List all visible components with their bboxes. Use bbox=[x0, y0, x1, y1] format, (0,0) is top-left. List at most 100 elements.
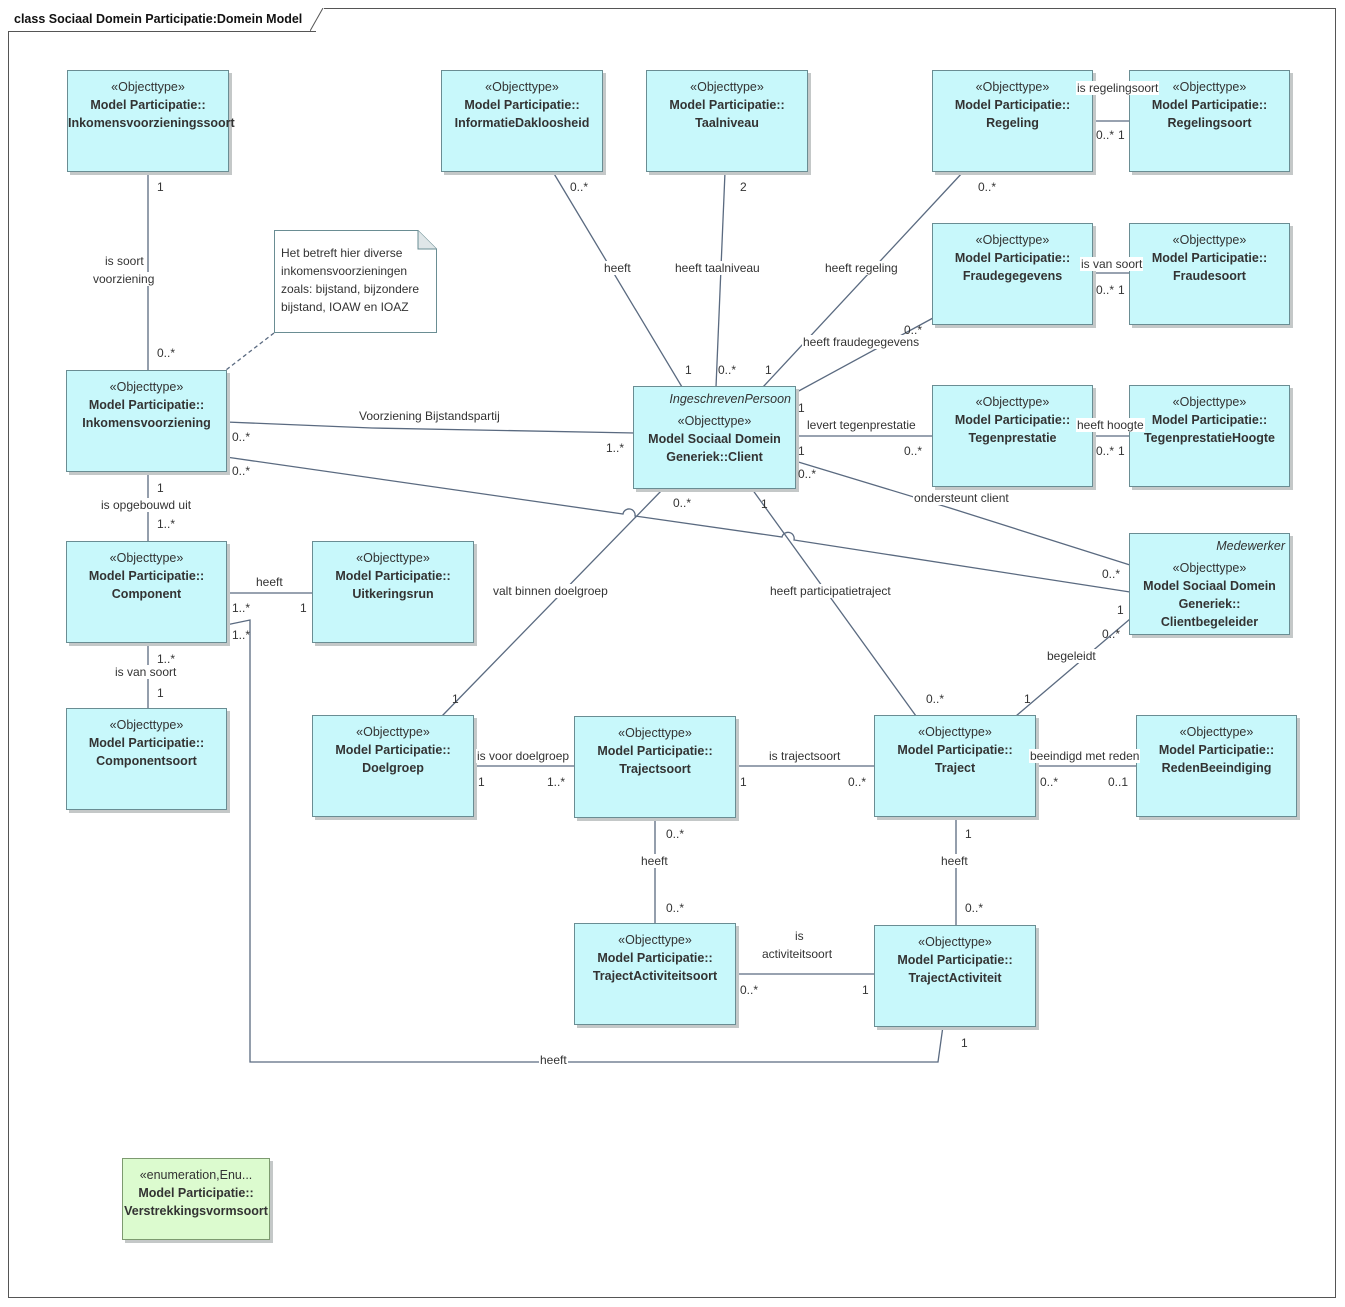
mult-label: 1 bbox=[300, 601, 307, 615]
mult-label: 1 bbox=[1118, 444, 1125, 458]
assoc-name: activiteitsoort bbox=[761, 947, 834, 961]
note-shape bbox=[274, 230, 437, 333]
class-name-line2: Inkomensvoorziening bbox=[82, 416, 211, 430]
class-uitkeringsrun[interactable]: «Objecttype» Model Participatie:: Uitker… bbox=[312, 541, 474, 643]
stereotype-label: «Objecttype» bbox=[1172, 395, 1247, 409]
class-component[interactable]: «Objecttype» Model Participatie:: Compon… bbox=[66, 541, 227, 643]
class-client[interactable]: IngeschrevenPersoon «Objecttype» Model S… bbox=[633, 386, 796, 489]
stereotype-label: «Objecttype» bbox=[109, 718, 184, 732]
mult-label: 0..* bbox=[926, 692, 945, 706]
diagram-frame bbox=[8, 8, 1336, 1298]
stereotype-label: «Objecttype» bbox=[618, 933, 692, 947]
stereotype-label: «Objecttype» bbox=[356, 725, 430, 739]
assoc-name: Voorziening Bijstandspartij bbox=[358, 409, 501, 423]
class-name-line1: Model Participatie:: bbox=[335, 743, 451, 757]
stereotype-label: «Objecttype» bbox=[975, 80, 1050, 94]
assoc-name: beeindigd met reden bbox=[1029, 749, 1141, 763]
class-name-line2: Tegenprestatie bbox=[968, 431, 1057, 445]
class-traject[interactable]: «Objecttype» Model Participatie:: Trajec… bbox=[874, 715, 1036, 817]
class-name-line2: Trajectsoort bbox=[619, 762, 691, 776]
mult-label: 1..* bbox=[157, 652, 176, 666]
assoc-name: is regelingsoort bbox=[1076, 81, 1160, 95]
line-fraudegegevens bbox=[794, 317, 934, 394]
mult-label: 1 bbox=[157, 180, 164, 194]
line-informatie-dakloosheid bbox=[552, 171, 683, 388]
mult-label: 1 bbox=[740, 775, 747, 789]
assoc-name: heeft bbox=[255, 575, 284, 589]
class-name-line1: Model Participatie:: bbox=[1151, 413, 1268, 427]
class-name-line1: Model Participatie:: bbox=[897, 743, 1013, 757]
class-name-line2: Component bbox=[111, 587, 182, 601]
assoc-name: heeft bbox=[940, 854, 969, 868]
class-name-line2: TrajectActiviteit bbox=[908, 971, 1002, 985]
mult-label: 0..1 bbox=[1108, 775, 1129, 789]
class-tegenprestatie-hoogte[interactable]: «Objecttype» Model Participatie:: Tegenp… bbox=[1129, 385, 1290, 487]
mult-label: 1 bbox=[862, 983, 869, 997]
mult-label: 0..* bbox=[673, 496, 692, 510]
mult-label: 1 bbox=[685, 363, 692, 377]
stereotype-label: «Objecttype» bbox=[690, 80, 764, 94]
mult-label: 1 bbox=[1118, 283, 1125, 297]
class-clientbegeleider[interactable]: Medewerker «Objecttype» Model Sociaal Do… bbox=[1129, 533, 1290, 635]
class-inkomensvoorzieningssoort[interactable]: «Objecttype» Model Participatie:: Inkome… bbox=[67, 70, 235, 172]
assoc-name: heeft hoogte bbox=[1076, 418, 1145, 432]
assoc-name: is voor doelgroep bbox=[476, 749, 571, 763]
class-taalniveau[interactable]: «Objecttype» Model Participatie:: Taalni… bbox=[646, 70, 808, 172]
mult-label: 0..* bbox=[232, 464, 251, 478]
mult-label: 1 bbox=[798, 444, 805, 458]
class-name-line1: Model Participatie:: bbox=[897, 953, 1013, 967]
class-trajectsoort[interactable]: «Objecttype» Model Participatie:: Trajec… bbox=[574, 716, 736, 818]
stereotype-label: «Objecttype» bbox=[1172, 561, 1247, 575]
mult-label: 0..* bbox=[904, 323, 923, 337]
mult-label: 1 bbox=[1117, 603, 1124, 617]
mult-label: 0..* bbox=[1040, 775, 1059, 789]
stereotype-label: «Objecttype» bbox=[618, 726, 692, 740]
mult-label: 0..* bbox=[1102, 627, 1121, 641]
mult-label: 0..* bbox=[232, 430, 251, 444]
assoc-name: heeft participatietraject bbox=[769, 584, 892, 598]
line-ondersteunt-client bbox=[794, 460, 1131, 566]
class-doelgroep[interactable]: «Objecttype» Model Participatie:: Doelgr… bbox=[312, 715, 474, 817]
line-component-activiteit bbox=[225, 619, 944, 1063]
note-inkomensvoorzieningen[interactable]: Het betreft hier diverse inkomensvoorzie… bbox=[274, 230, 437, 333]
mult-label: 0..* bbox=[904, 444, 923, 458]
class-fraudegegevens[interactable]: «Objecttype» Model Participatie:: Fraude… bbox=[932, 223, 1093, 325]
mult-label: 1 bbox=[965, 827, 972, 841]
class-inkomensvoorziening[interactable]: «Objecttype» Model Participatie:: Inkome… bbox=[66, 370, 227, 472]
class-informatie-dakloosheid[interactable]: «Objecttype» Model Participatie:: Inform… bbox=[441, 70, 603, 172]
assoc-name: heeft bbox=[603, 261, 632, 275]
mult-label: 0..* bbox=[848, 775, 867, 789]
class-name-line2: Regelingsoort bbox=[1167, 116, 1252, 130]
enum-verstrekkingsvormsoort[interactable]: «enumeration,Enu... Model Participatie::… bbox=[122, 1158, 270, 1240]
assoc-name: is trajectsoort bbox=[768, 749, 842, 763]
assoc-name: valt binnen doelgroep bbox=[492, 584, 609, 598]
stereotype-label: «Objecttype» bbox=[1172, 233, 1247, 247]
note-line: zoals: bijstand, bijzondere bbox=[281, 282, 420, 296]
mult-label: 0..* bbox=[978, 180, 997, 194]
mult-label: 0..* bbox=[740, 983, 759, 997]
class-name-line2: TrajectActiviteitsoort bbox=[592, 969, 718, 983]
class-name-line1: Model Participatie:: bbox=[1158, 743, 1275, 757]
assoc-name: levert tegenprestatie bbox=[806, 418, 917, 432]
class-tegenprestatie[interactable]: «Objecttype» Model Participatie:: Tegenp… bbox=[932, 385, 1093, 487]
mult-label: 1 bbox=[1024, 692, 1031, 706]
class-componentsoort[interactable]: «Objecttype» Model Participatie:: Compon… bbox=[66, 708, 227, 810]
line-taalniveau bbox=[715, 171, 726, 388]
mult-label: 0..* bbox=[1102, 567, 1121, 581]
class-traject-activiteit[interactable]: «Objecttype» Model Participatie:: Trajec… bbox=[874, 925, 1036, 1027]
class-regeling[interactable]: «Objecttype» Model Participatie:: Regeli… bbox=[932, 70, 1093, 172]
assoc-name: heeft bbox=[640, 854, 669, 868]
class-reden-beeindiging[interactable]: «Objecttype» Model Participatie:: RedenB… bbox=[1136, 715, 1297, 817]
class-role-label: Medewerker bbox=[1216, 539, 1285, 553]
assoc-name: heeft taalniveau bbox=[674, 261, 761, 275]
class-name-line1: Model Participatie:: bbox=[597, 744, 713, 758]
class-name-line2: RedenBeeindiging bbox=[1161, 761, 1272, 775]
line-doelgroep-client bbox=[441, 488, 664, 717]
class-name-line2: Fraudesoort bbox=[1173, 269, 1246, 283]
class-traject-activiteitsoort[interactable]: «Objecttype» Model Participatie:: Trajec… bbox=[574, 923, 736, 1025]
class-name-line2: Traject bbox=[934, 761, 976, 775]
mult-label: 1 bbox=[452, 692, 459, 706]
class-name-line2: Generiek:: bbox=[1178, 597, 1241, 611]
class-name-line1: Model Participatie:: bbox=[954, 98, 1071, 112]
class-fraudesoort[interactable]: «Objecttype» Model Participatie:: Fraude… bbox=[1129, 223, 1290, 325]
